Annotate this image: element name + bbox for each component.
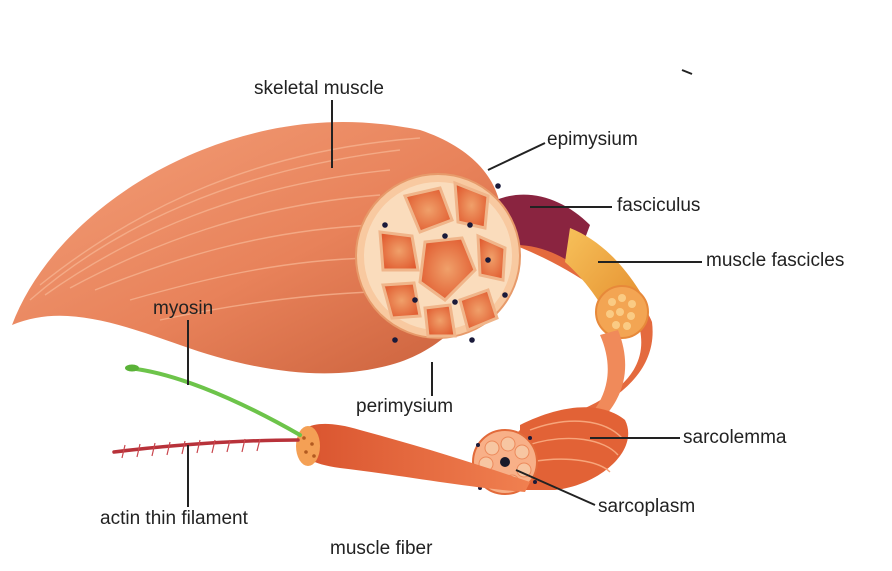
- label-sarcolemma: sarcolemma: [683, 427, 787, 448]
- label-epimysium: epimysium: [547, 129, 638, 150]
- actin-filament: [112, 438, 300, 454]
- muscle-striations: [29, 137, 421, 321]
- myosin-filament: [126, 366, 302, 437]
- fasciculus-sheath: [486, 194, 590, 265]
- muscle-fiber-end: [296, 426, 320, 466]
- label-sarcoplasm: sarcoplasm: [598, 496, 696, 517]
- label-actin-thin-filament: actin thin filament: [100, 508, 248, 529]
- sarcolemma-body: [520, 407, 629, 490]
- label-muscle-fiber: muscle fiber: [330, 538, 433, 559]
- muscle-fiber: [297, 423, 530, 492]
- label-perimysium: perimysium: [356, 396, 454, 417]
- leader-lines: [187, 100, 702, 507]
- label-skeletal-muscle: skeletal muscle: [254, 78, 384, 99]
- muscle-cross-section: [355, 173, 521, 343]
- label-muscle-fascicles: muscle fascicles: [706, 250, 845, 271]
- label-fasciculus: fasciculus: [617, 195, 701, 216]
- label-myosin: myosin: [153, 298, 214, 319]
